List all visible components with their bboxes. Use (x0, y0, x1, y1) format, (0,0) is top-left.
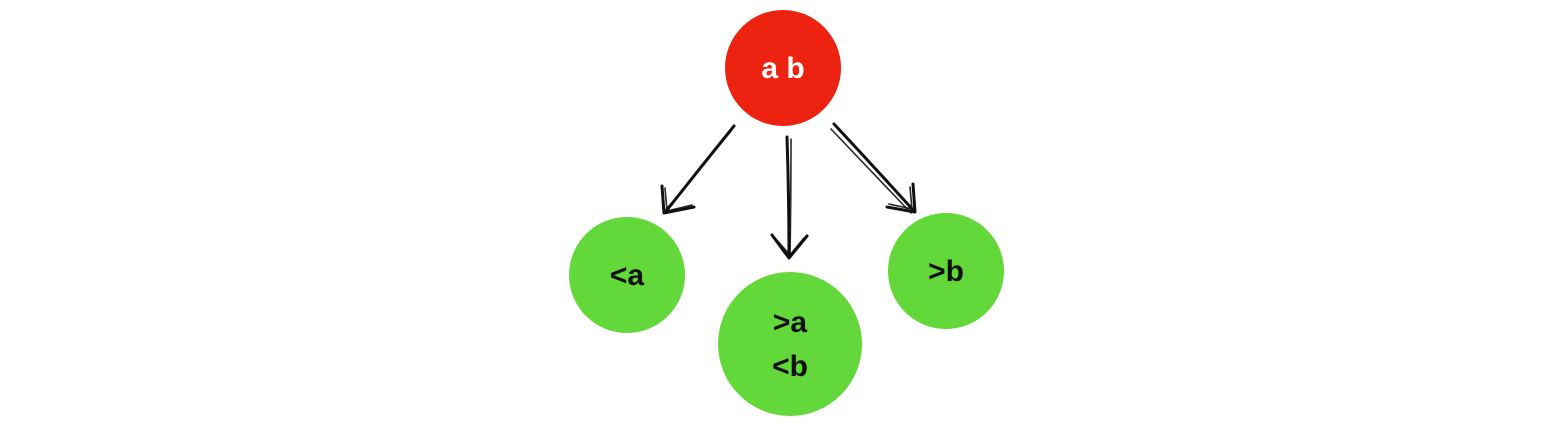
root-node-label: a b (761, 52, 804, 85)
edge-root-to-less-a (660, 124, 736, 215)
child-node-less-a: <a (569, 217, 685, 333)
child-node-middle-label-line-2: <b (772, 350, 808, 383)
child-node-middle-label-line-1: >a (773, 306, 808, 339)
child-node-greater-b-label: >b (928, 255, 964, 288)
edge-root-to-greater-b (830, 122, 917, 214)
root-node: a b (725, 10, 841, 126)
child-node-less-a-label: <a (610, 259, 645, 292)
child-node-greater-b: >b (888, 213, 1004, 329)
child-node-greater-a-less-b: >a <b (718, 272, 862, 416)
edge-root-to-middle (770, 135, 809, 260)
